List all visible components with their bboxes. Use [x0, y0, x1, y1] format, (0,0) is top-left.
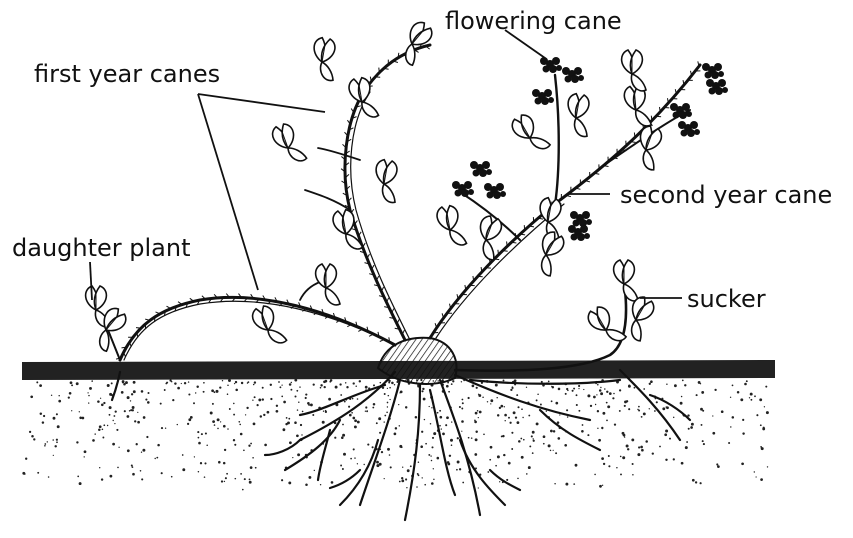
label-flowering-cane: flowering cane	[445, 9, 622, 33]
label-daughter-plant: daughter plant	[12, 236, 191, 260]
label-first-year-canes: first year canes	[34, 62, 220, 86]
flowers	[452, 57, 728, 241]
thorns	[116, 43, 700, 359]
label-second-year-cane: second year cane	[620, 183, 832, 207]
label-sucker: sucker	[687, 287, 766, 311]
canes	[108, 45, 700, 371]
